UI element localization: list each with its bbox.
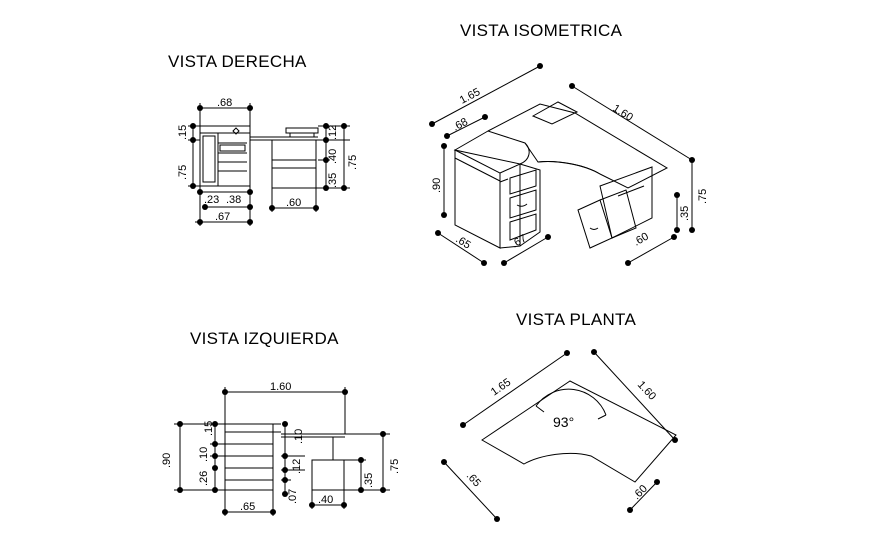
dim-label: .90 (431, 178, 443, 193)
dim-label: .60 (632, 231, 651, 249)
dim-label: .12 (327, 125, 339, 140)
dim-label: .38 (226, 194, 241, 206)
title-vista-izquierda: VISTA IZQUIERDA (190, 329, 339, 348)
dim-label: .15 (177, 125, 189, 140)
dim-label: 1.65 (489, 376, 513, 398)
view-planta (443, 351, 677, 520)
dim-label: .75 (347, 155, 359, 170)
dim-label: .65 (453, 233, 472, 251)
dim-label: .75 (177, 165, 189, 180)
dim-label: .68 (217, 97, 232, 109)
dim-label: .23 (204, 194, 219, 206)
dim-label: .07 (287, 489, 299, 504)
dim-label: .75 (697, 189, 709, 204)
dim-label: .35 (327, 173, 339, 188)
dim-label: .67 (510, 233, 529, 251)
dim-label: .10 (198, 447, 210, 462)
view-derecha (188, 103, 350, 226)
dim-label: .35 (363, 473, 375, 488)
dim-label: .68 (451, 116, 470, 134)
dim-label: .60 (631, 483, 650, 502)
dim-label: .40 (318, 494, 333, 506)
dim-label: 1.60 (635, 379, 658, 403)
dim-label: .60 (286, 197, 301, 209)
dim-label: .10 (293, 429, 305, 444)
view-isometrica (431, 65, 693, 264)
dim-label: .15 (203, 421, 215, 436)
dim-label: 1.60 (610, 102, 635, 124)
title-vista-derecha: VISTA DERECHA (168, 52, 307, 71)
dimension-dots (177, 63, 695, 522)
dim-label: .67 (215, 211, 230, 223)
dim-label: .65 (240, 501, 255, 513)
title-vista-isometrica: VISTA ISOMETRICA (460, 21, 623, 40)
dim-label: .40 (327, 149, 339, 164)
angle-label: 93° (553, 414, 574, 430)
dim-label: 1.60 (270, 381, 291, 393)
dim-label: .12 (291, 459, 303, 474)
dimension-labels: .68 .15 .75 .23 .38 .67 .60 .12 .40 .35 … (161, 86, 709, 513)
dim-label: .35 (679, 206, 691, 221)
dim-label: .26 (198, 471, 210, 486)
dim-label: .90 (161, 453, 173, 468)
dim-label: .75 (389, 459, 401, 474)
title-vista-planta: VISTA PLANTA (516, 310, 637, 329)
